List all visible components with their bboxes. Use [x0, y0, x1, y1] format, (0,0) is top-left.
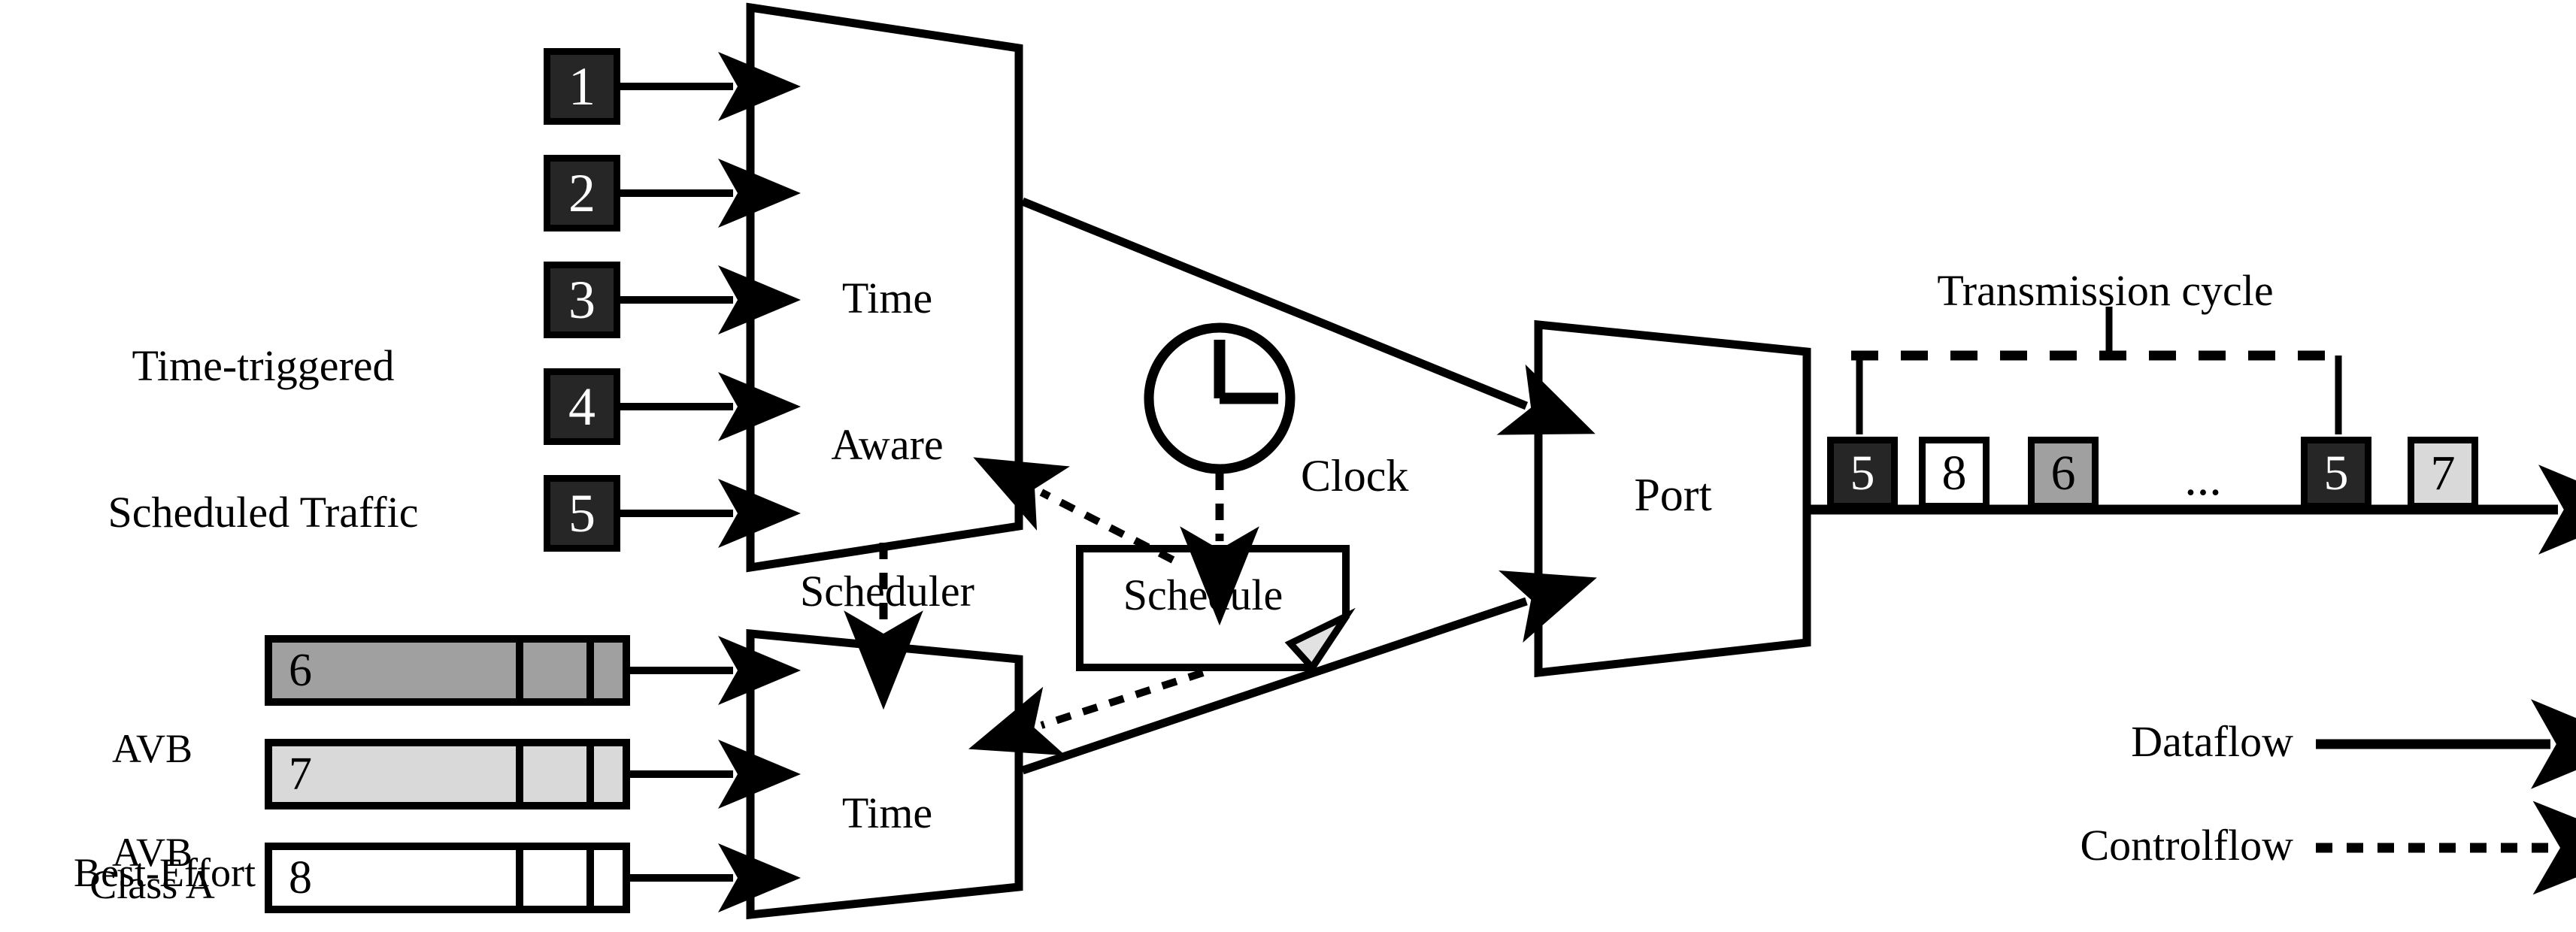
block-label-port: Port [1634, 470, 1712, 521]
queue-output-arrows [630, 636, 801, 912]
timeline-frame-label: 6 [2050, 445, 2076, 501]
label-best-effort: Best-Effort [74, 850, 256, 895]
block-label-time-aware-scheduler: Time Aware Scheduler [767, 177, 1008, 713]
block-label-schedule: Schedule [1123, 570, 1283, 619]
label-line: Time-triggered [132, 340, 395, 390]
timeline-frame-box[interactable]: 5 [2301, 437, 2371, 510]
label-tt-scheduled-traffic: Time-triggered Scheduled Traffic [60, 244, 466, 635]
controlflow-schedule-to-cbs [968, 669, 1205, 756]
block-label-line: Time [841, 788, 933, 837]
queue-row-avb-class-a[interactable]: 6 [265, 635, 630, 706]
timeline-frame-label: 8 [1941, 445, 1967, 501]
tt-frame-box[interactable]: 4 [544, 368, 620, 445]
timeline-frame-label: 7 [2430, 445, 2456, 501]
queue-frame-label: 8 [289, 852, 312, 903]
timeline-ellipsis: ... [2184, 451, 2222, 506]
time-aware-cbs-block[interactable] [746, 628, 1023, 920]
queue-cell [516, 643, 586, 698]
block-label-line: Time [841, 273, 933, 322]
label-clock: Clock [1301, 451, 1409, 501]
dataflow-tas-to-port [1020, 197, 1596, 435]
timeline-frame-box[interactable]: 5 [1827, 437, 1898, 510]
tt-frame-label: 1 [568, 56, 596, 116]
label-avb-class-b: AVB Class B [53, 739, 252, 932]
queue-row-avb-class-b[interactable]: 7 [265, 739, 630, 809]
tt-frame-label: 4 [568, 376, 596, 437]
port-block[interactable] [1534, 319, 1811, 678]
block-label-time-aware-cbs: Time Aware CBS [767, 691, 1008, 932]
label-line: Scheduled Traffic [108, 487, 419, 537]
tt-input-arrows [602, 52, 801, 548]
queue-frame-label: 6 [289, 644, 312, 696]
queue-frame-label: 7 [289, 748, 312, 800]
timeline-frame-box[interactable]: 6 [2028, 437, 2099, 510]
queue-cell: 7 [272, 746, 516, 802]
timeline-frame-label: 5 [1850, 445, 1875, 501]
block-label-line: Scheduler [800, 566, 974, 616]
block-label-line: Aware [831, 419, 944, 469]
queue-row-best-effort[interactable]: 8 [265, 843, 630, 913]
tt-frame-label: 5 [568, 483, 596, 543]
tt-frame-box[interactable]: 1 [544, 48, 620, 125]
tt-frame-label: 2 [568, 162, 596, 223]
dataflow-cbs-to-port [1021, 570, 1597, 775]
tt-frame-label: 3 [568, 269, 596, 330]
transmission-cycle-bracket [1851, 307, 2344, 434]
queue-cell [516, 850, 586, 906]
timeline-frame-box[interactable]: 8 [1919, 437, 1990, 510]
queue-cell [516, 746, 586, 802]
controlflow-schedule-to-tas [973, 457, 1175, 564]
legend-label-controlflow: Controlflow [2080, 821, 2293, 870]
queue-cell: 8 [272, 850, 516, 906]
label-line: Class A [89, 862, 215, 908]
tt-frame-box[interactable]: 5 [544, 475, 620, 552]
queue-cell [586, 850, 623, 906]
queue-cell [586, 643, 623, 698]
tt-frame-box[interactable]: 2 [544, 155, 620, 231]
schedule-fold-corner [1284, 607, 1356, 673]
timeline-frame-box[interactable]: 7 [2408, 437, 2478, 510]
label-avb-class-a: AVB Class A [53, 635, 252, 932]
label-transmission-cycle: Transmission cycle [1937, 266, 2274, 315]
legend-label-dataflow: Dataflow [2131, 717, 2293, 766]
timeline-frame-label: 5 [2323, 445, 2349, 501]
label-line: AVB [111, 829, 193, 875]
clock-icon [1144, 322, 1296, 474]
queue-cell [586, 746, 623, 802]
tt-frame-box[interactable]: 3 [544, 262, 620, 338]
queue-cell: 6 [272, 643, 516, 698]
label-line: AVB [111, 725, 193, 771]
